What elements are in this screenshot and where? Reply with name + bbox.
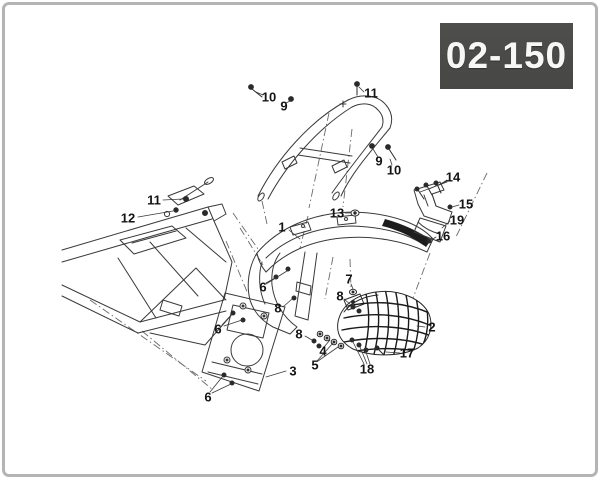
mounting-bracket-drawing bbox=[413, 181, 453, 243]
license-plate-bracket-drawing bbox=[201, 292, 286, 392]
callout-14: 14 bbox=[445, 169, 461, 185]
diagram-code-badge: 02-150 bbox=[440, 23, 573, 89]
main-frame-drawing bbox=[61, 177, 235, 346]
callout-6-a: 6 bbox=[259, 279, 267, 295]
callout-13: 13 bbox=[329, 205, 345, 221]
callout-16: 16 bbox=[435, 228, 451, 244]
callout-18: 18 bbox=[359, 361, 375, 377]
rear-subframe-drawing bbox=[257, 95, 393, 202]
callout-8-a: 8 bbox=[336, 288, 344, 304]
callout-5: 5 bbox=[311, 357, 319, 373]
callout-17: 17 bbox=[399, 345, 415, 361]
callout-4: 4 bbox=[319, 343, 327, 359]
rear-fender-drawing bbox=[247, 211, 434, 335]
callout-6-b: 6 bbox=[214, 321, 222, 337]
callout-3: 3 bbox=[289, 363, 297, 379]
callout-9-a: 9 bbox=[280, 98, 288, 114]
callout-2: 2 bbox=[428, 319, 436, 335]
callout-9-b: 9 bbox=[375, 153, 383, 169]
alignment-dashdot-lines bbox=[89, 112, 488, 391]
callout-6-c: 6 bbox=[204, 389, 212, 405]
callout-7: 7 bbox=[345, 271, 353, 287]
leader-lines bbox=[137, 86, 460, 394]
inner-mudguard-drawing bbox=[337, 290, 432, 356]
callout-12: 12 bbox=[120, 210, 136, 226]
fastener-glyphs bbox=[173, 81, 453, 386]
callout-10-a: 10 bbox=[261, 89, 277, 105]
callout-11-a: 11 bbox=[364, 85, 378, 101]
callout-11-b: 11 bbox=[147, 192, 161, 208]
callout-19: 19 bbox=[449, 212, 465, 228]
callout-8-b: 8 bbox=[274, 300, 282, 316]
callout-8-c: 8 bbox=[295, 326, 303, 342]
callout-15: 15 bbox=[458, 196, 474, 212]
callout-10-b: 10 bbox=[386, 162, 402, 178]
callout-1: 1 bbox=[278, 219, 286, 235]
